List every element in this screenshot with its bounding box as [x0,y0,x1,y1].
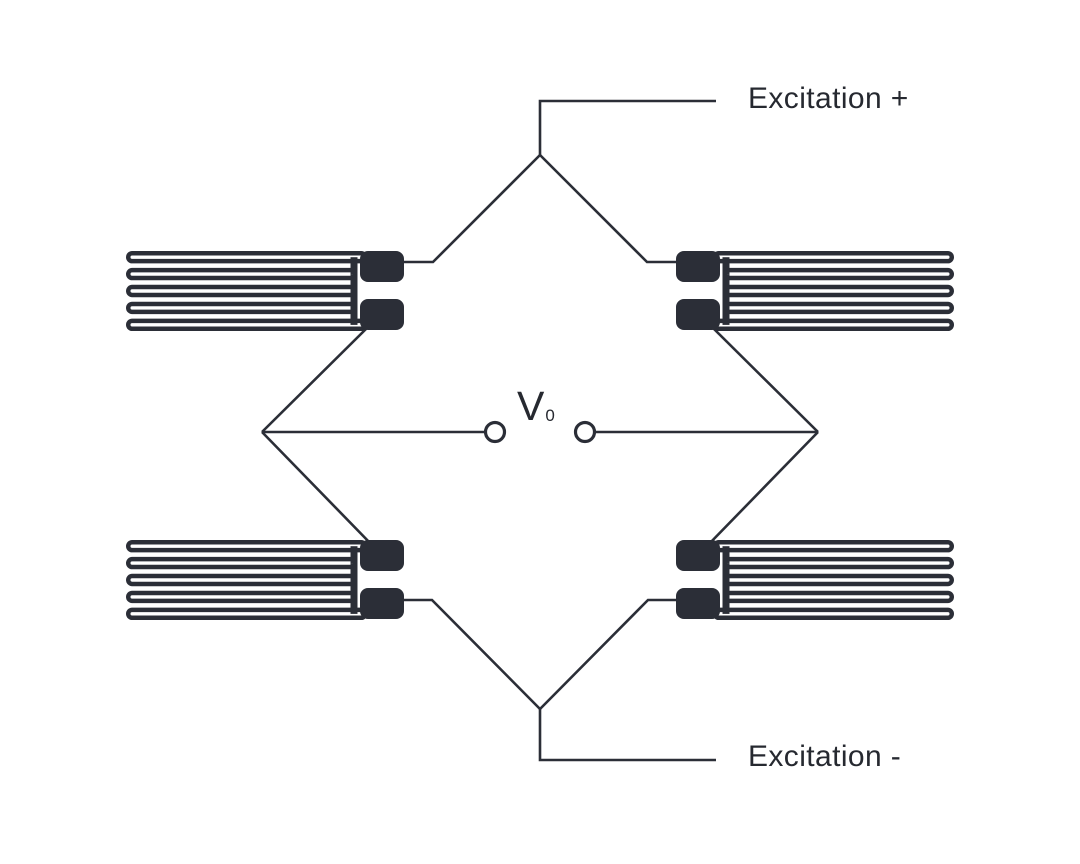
strain-gauge-bottom-right-icon [676,540,952,619]
strain-gauge-top-left-icon [128,251,404,330]
arm-upper-right-top-wire [539,154,676,264]
excitation-positive-wire [538,99,716,155]
output-terminal-right [573,420,597,444]
strain-gauge-top-right-icon [676,251,952,330]
arm-lower-left-top-wire [261,431,373,546]
arm-upper-left-top-wire [404,154,541,264]
arm-lower-left-bottom-wire [404,598,541,710]
strain-gauge-bottom-left-icon [128,540,404,619]
output-terminal-left [483,420,507,444]
output-voltage-symbol: V [517,383,545,429]
excitation-negative-wire [538,709,716,762]
excitation-positive-label: Excitation + [748,82,909,115]
arm-lower-right-top-wire [707,431,819,546]
output-voltage-label: V0 [517,386,555,427]
output-voltage-subscript: 0 [545,406,555,425]
arm-lower-right-bottom-wire [539,598,676,710]
arm-upper-left-bottom-wire [261,326,369,433]
arm-upper-right-bottom-wire [711,326,819,433]
bridge-wires [261,99,819,762]
excitation-negative-label: Excitation - [748,740,902,773]
